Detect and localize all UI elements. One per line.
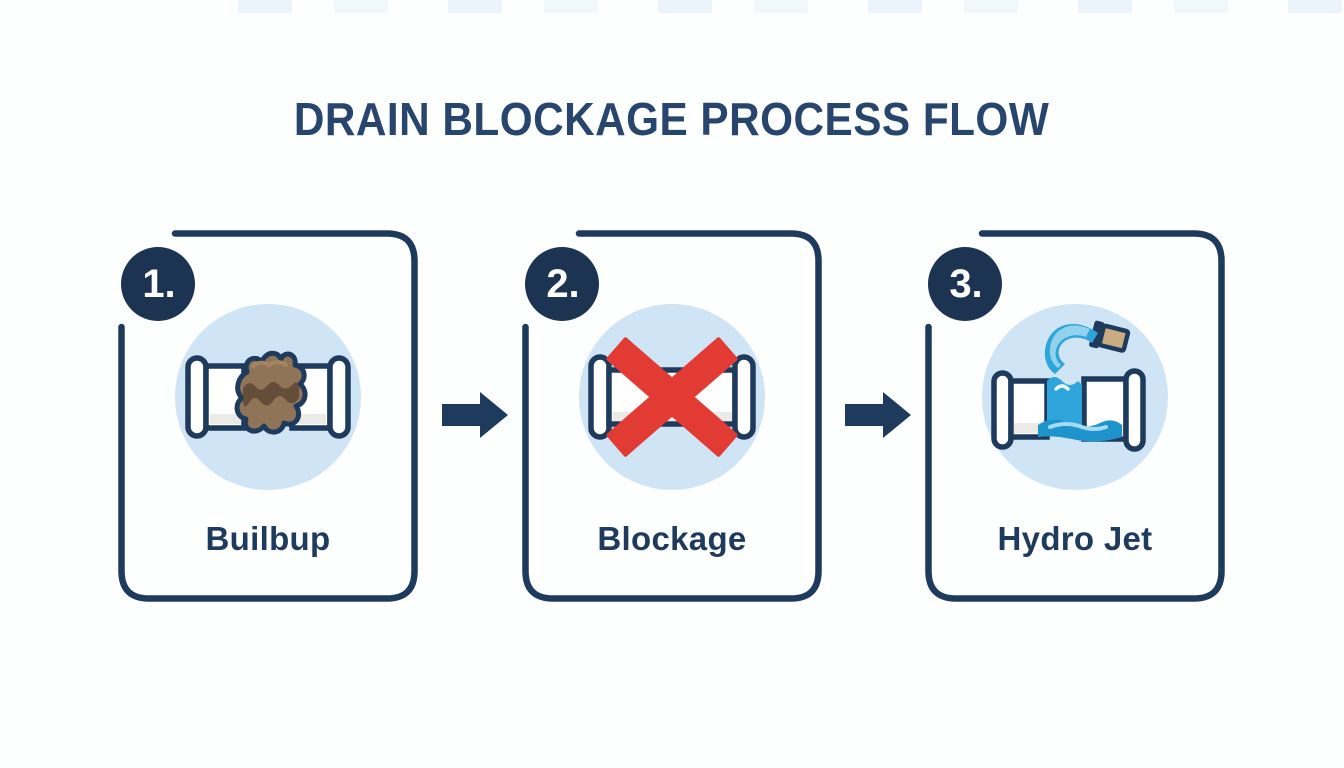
page-title-text: DRAIN BLOCKAGE PROCESS FLOW — [294, 93, 1050, 145]
step-number-badge: 2. — [525, 247, 599, 321]
step-number-badge: 1. — [121, 247, 195, 321]
step-number: 3. — [949, 261, 983, 306]
top-edge-artifact — [238, 0, 1344, 13]
step-number: 1. — [142, 261, 176, 306]
icon-circle — [579, 304, 765, 490]
icon-circle — [982, 304, 1168, 490]
step-card-hydro-jet: 3. — [925, 230, 1225, 602]
buildup-pipe-icon — [185, 350, 351, 439]
water-jet — [1038, 323, 1122, 442]
page-title: DRAIN BLOCKAGE PROCESS FLOW — [0, 92, 1344, 146]
icon-circle — [175, 304, 361, 490]
card-border — [925, 230, 1225, 602]
step-label: Hydro Jet — [997, 520, 1153, 557]
card-border — [522, 230, 822, 602]
card-border — [118, 230, 418, 602]
red-x-mark — [606, 337, 738, 457]
step-label: Blockage — [597, 520, 747, 557]
step-number-badge: 3. — [928, 247, 1002, 321]
right-arrow-icon — [845, 392, 911, 438]
blocked-pipe-icon — [588, 337, 756, 457]
gunk-blob — [234, 350, 308, 435]
step-label: Builbup — [205, 520, 331, 557]
right-arrow-icon — [442, 392, 508, 438]
step-card-buildup: 1. Builbup — [118, 230, 418, 602]
step-card-blockage: 2. Blockage — [522, 230, 822, 602]
hydrojet-pipe-icon — [991, 320, 1146, 452]
step-number: 2. — [546, 261, 580, 306]
